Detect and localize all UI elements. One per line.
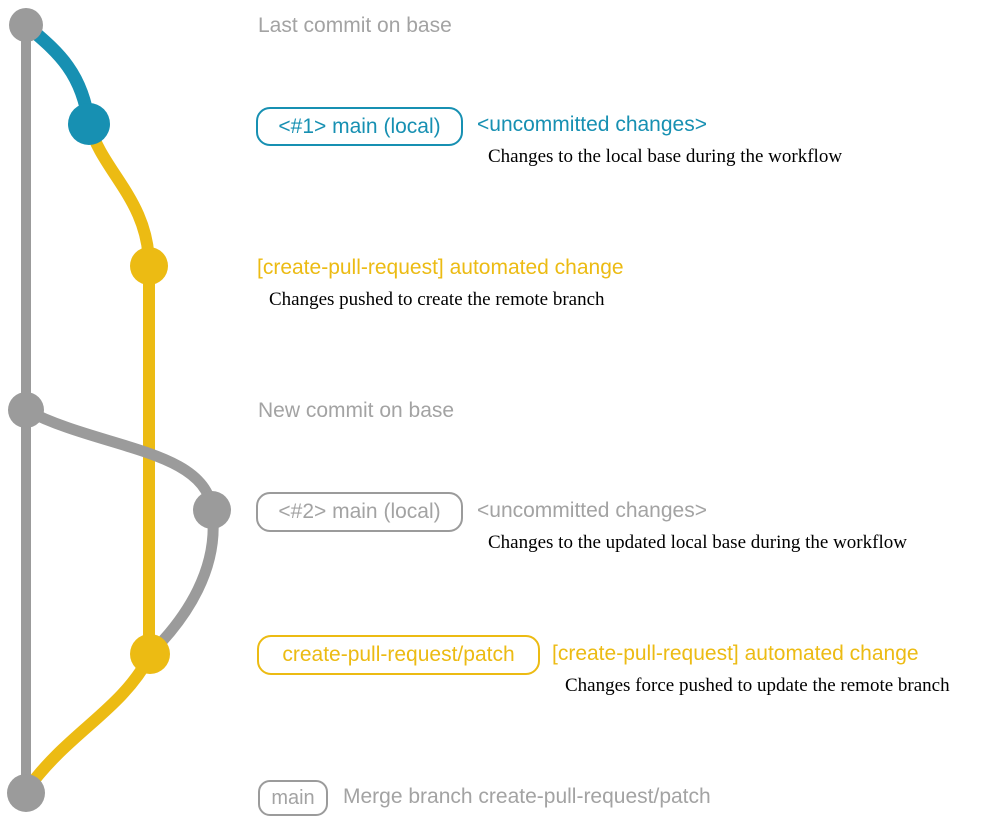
commit-title-uncommitted-2: <uncommitted changes> [477, 499, 707, 522]
commit-desc-automated-1: Changes pushed to create the remote bran… [269, 289, 605, 310]
branch-badge-create-pull-request-patch: create-pull-request/patch [257, 635, 540, 675]
branch-line-create-pull-request-patch [83, 118, 155, 660]
commit-node-main-local-2 [193, 491, 231, 529]
commit-node-base-new [8, 392, 44, 428]
branch-curve-rebase-to-patch [146, 504, 219, 658]
commit-desc-automated-2: Changes force pushed to update the remot… [565, 675, 950, 696]
branch-badge-main-local-1: <#1> main (local) [256, 107, 463, 146]
commit-desc-uncommitted-2: Changes to the updated local base during… [488, 532, 907, 553]
commit-node-automated-2 [130, 634, 170, 674]
commit-title-uncommitted-1: <uncommitted changes> [477, 113, 707, 136]
branch-curve-merge-to-base [20, 650, 156, 797]
commit-node-main-local-1 [68, 103, 110, 145]
commit-node-automated-1 [130, 247, 168, 285]
commit-title-automated-2: [create-pull-request] automated change [552, 642, 919, 665]
label-new-commit-on-base: New commit on base [258, 399, 455, 422]
commit-node-base-top [9, 8, 43, 42]
commit-title-automated-1: [create-pull-request] automated change [257, 256, 624, 279]
label-last-commit-on-base: Last commit on base [258, 14, 452, 37]
commit-desc-uncommitted-1: Changes to the local base during the wor… [488, 146, 843, 167]
branch-badge-main-local-2: <#2> main (local) [256, 492, 463, 532]
commit-node-merge [7, 774, 45, 812]
commit-title-merge-branch: Merge branch create-pull-request/patch [343, 785, 711, 808]
branch-badge-main: main [258, 780, 328, 816]
branch-curve-main-local-2 [20, 404, 218, 516]
